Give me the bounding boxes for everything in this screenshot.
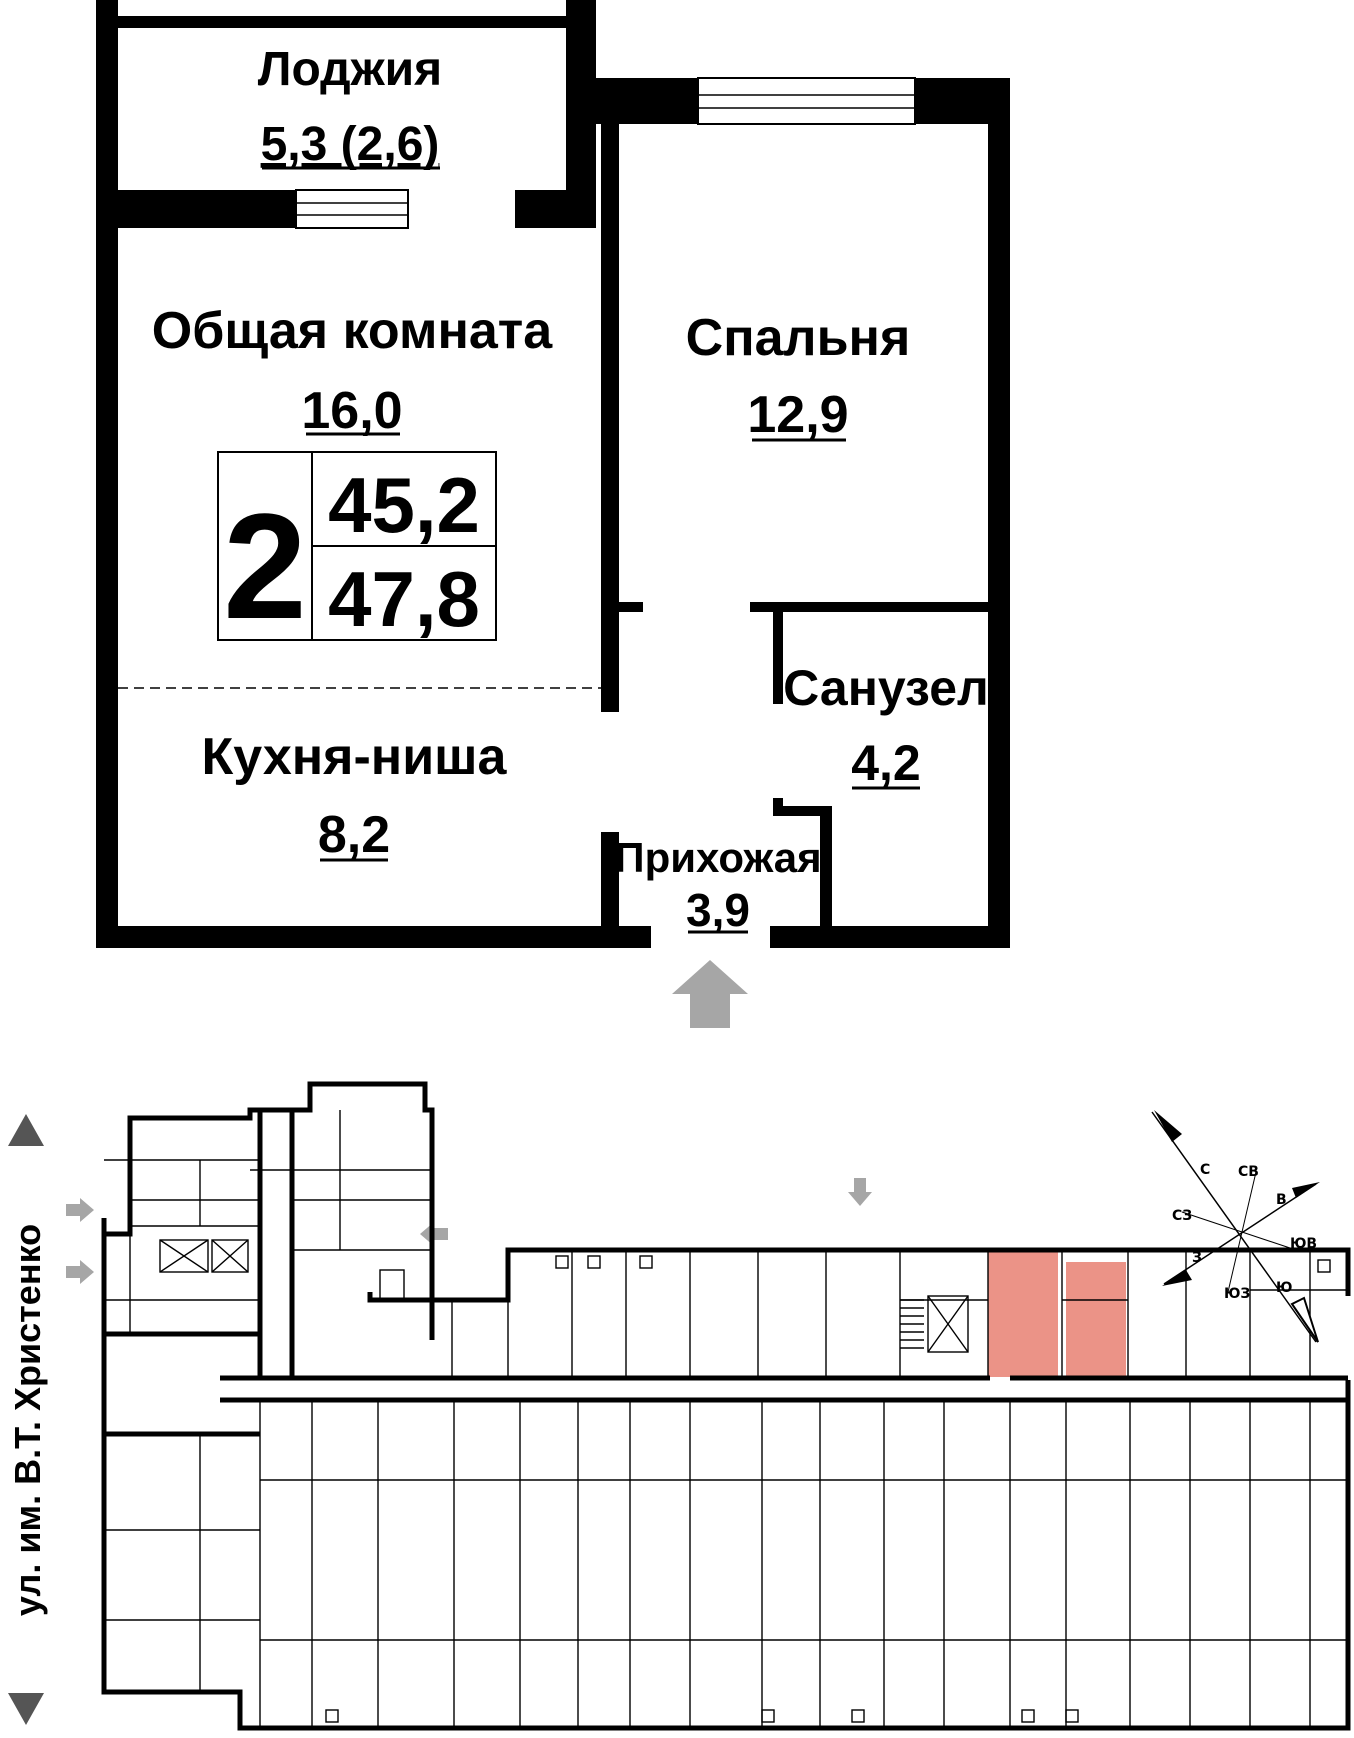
compass-sw: ЮЗ (1224, 1286, 1250, 1302)
north-arrow-icon (1154, 1110, 1182, 1142)
kitchen-name: Кухня-ниша (202, 728, 508, 786)
east-arrow-icon (1292, 1182, 1320, 1198)
living-name: Общая комната (152, 302, 553, 360)
street-label: ул. им. В.Т. Христенко (7, 1224, 48, 1616)
total-area-value: 47,8 (328, 555, 480, 643)
bedroom-area: 12,9 (747, 386, 848, 444)
bathroom-name: Санузел (783, 660, 989, 716)
compass-w: З (1192, 1250, 1202, 1266)
compass-n: С (1200, 1162, 1210, 1178)
compass-se: ЮВ (1290, 1236, 1317, 1252)
compass-nw: СЗ (1172, 1208, 1192, 1224)
living-area: 16,0 (301, 382, 402, 440)
bedroom-name: Спальня (686, 309, 911, 367)
loggia-area: 5,3 (2,6) (261, 118, 440, 171)
hall-name: Прихожая (614, 834, 821, 881)
hall-area: 3,9 (686, 884, 750, 936)
entrance-arrow-icon (848, 1178, 872, 1206)
south-arrow-icon (1290, 1296, 1319, 1343)
building-plan (101, 1081, 1351, 1731)
street-indicator: ул. им. В.Т. Христенко (7, 1114, 48, 1725)
apartment-walls (96, 0, 1010, 948)
entrance-arrow-icon (672, 960, 748, 1028)
west-arrow-icon (1162, 1270, 1192, 1286)
highlighted-apartment (988, 1251, 1058, 1377)
entrance-arrow-icon (66, 1260, 94, 1284)
entrance-arrow-icon (66, 1198, 94, 1222)
rooms-count: 2 (223, 482, 306, 650)
compass-s: Ю (1276, 1280, 1292, 1296)
kitchen-area: 8,2 (318, 806, 390, 864)
room-labels: Лоджия 5,3 (2,6) Общая комната 16,0 Спал… (152, 43, 989, 936)
highlighted-apartment (1066, 1262, 1126, 1377)
living-area-value: 45,2 (328, 461, 480, 549)
compass-e: В (1276, 1192, 1287, 1208)
summary-box: 2 45,2 47,8 (217, 451, 497, 650)
bathroom-area: 4,2 (851, 735, 921, 791)
loggia-name: Лоджия (258, 43, 442, 96)
arrow-up-icon (8, 1114, 44, 1146)
compass: С СВ В ЮВ Ю ЮЗ З СЗ (1151, 1110, 1320, 1343)
arrow-down-icon (8, 1693, 44, 1725)
compass-ne: СВ (1238, 1164, 1259, 1180)
